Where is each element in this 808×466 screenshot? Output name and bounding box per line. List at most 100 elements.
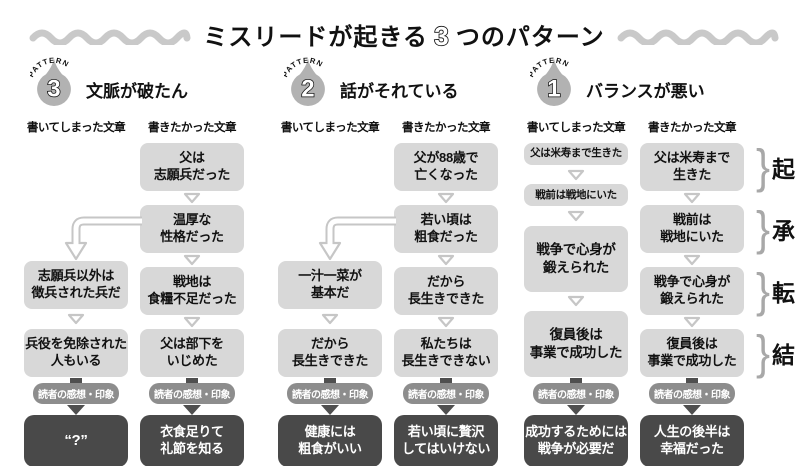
sentence-line: 志願兵だった: [153, 167, 231, 182]
pattern-header: PATTERN1バランスが悪い: [524, 49, 798, 111]
reader-impression-label: 読者の感想・印象: [287, 383, 373, 404]
badge-arrow-head-icon: [321, 405, 339, 415]
reader-impression-label: 読者の感想・印象: [533, 383, 619, 404]
sentence-line: 戦前は: [672, 212, 712, 228]
structure-brace-row: }起: [756, 143, 808, 191]
flow-down-arrow-icon: [437, 192, 455, 204]
result-line: してはいけない: [401, 441, 491, 456]
structure-brace-row: }承: [756, 205, 808, 253]
sentence-line: 長生きできた: [407, 291, 485, 306]
arrow-row: [140, 191, 244, 205]
reader-impression-result: 衣食足りて礼節を知る: [140, 415, 244, 466]
reader-impression-result: “?”: [24, 415, 128, 466]
stack-spacer: [278, 143, 382, 261]
result-line: 戦争が必要だ: [537, 441, 615, 456]
flow-down-arrow-icon: [437, 316, 455, 328]
subcolumn-intended: 書きたかった文章父は米寿まで生きた戦前は戦地にいた戦争で心身が鍛えられた復員後は…: [640, 119, 744, 466]
result-line: 若い頃に贅沢: [407, 424, 485, 440]
sentence-line: 戦争で心身が: [653, 274, 731, 290]
reader-impression-badge: 読者の感想・印象: [524, 378, 628, 415]
badge-arrow-head-icon: [183, 405, 201, 415]
curly-brace-icon: }: [756, 140, 771, 193]
pattern-number: 3: [47, 75, 60, 102]
reader-impression-result: 成功するためには戦争が必要だ: [524, 415, 628, 466]
structure-brace-row: }結: [756, 329, 808, 377]
reader-impression-label: 読者の感想・印象: [33, 383, 119, 404]
sentence-box: 温厚な性格だった: [140, 205, 244, 253]
sentence-box: 私たちは長生きできない: [394, 329, 498, 377]
sentence-box: 父は部下をいじめた: [140, 329, 244, 377]
result-line: 人生の後半は: [653, 424, 731, 440]
flow-down-arrow-icon: [567, 296, 585, 307]
subcolumns: 書いてしまった文章一汁一菜が基本だだから長生きできた読者の感想・印象健康には粗食…: [278, 119, 498, 466]
arrow-row: [394, 191, 498, 205]
sentence-box: だから長生きできた: [278, 329, 382, 377]
sentence-box: 志願兵以外は徴兵された兵だ: [24, 261, 128, 309]
badge-arrow-head-icon: [567, 405, 585, 415]
sentence-box: 復員後は事業で成功した: [524, 310, 628, 377]
sentence-box: 兵役を免除された人もいる: [24, 329, 128, 377]
sentence-line: 長生きできない: [401, 353, 491, 368]
sentence-line: 鍛えられた: [543, 259, 609, 275]
title-text-after: つのパターン: [455, 24, 605, 51]
sentence-box: 復員後は事業で成功した: [640, 329, 744, 377]
flow-stack: 父は米寿まで生きた戦前は戦地にいた戦争で心身が鍛えられた復員後は事業で成功した: [524, 143, 628, 377]
flow-down-arrow-icon: [683, 254, 701, 266]
subcolumn-label-written: 書いてしまった文章: [26, 122, 126, 134]
flow-down-arrow-icon: [183, 254, 201, 266]
sentence-line: だから: [310, 336, 350, 352]
sentence-line: 若い頃は: [420, 212, 472, 228]
arrow-row: [394, 315, 498, 329]
wave-decoration-left: [29, 29, 191, 45]
arrow-row: [278, 309, 382, 329]
sentence-line: 温厚な: [172, 212, 212, 228]
reader-impression-badge: 読者の感想・印象: [140, 378, 244, 415]
reader-impression-badge: 読者の感想・印象: [278, 378, 382, 415]
sentence-box: 父が88歳で亡くなった: [394, 143, 498, 191]
pattern-title: バランスが悪い: [586, 81, 705, 101]
curly-brace-icon: }: [756, 202, 771, 255]
reader-impression-result: 若い頃に贅沢してはいけない: [394, 415, 498, 466]
sentence-box: 戦争で心身が鍛えられた: [640, 267, 744, 315]
sentence-line: 徴兵された兵だ: [31, 285, 121, 300]
badge-arrow-head-icon: [437, 405, 455, 415]
kishotenketsu-gutter: }起}承}転}結: [756, 119, 808, 466]
reader-impression-badge: 読者の感想・印象: [394, 378, 498, 415]
reader-impression-label: 読者の感想・印象: [649, 383, 735, 404]
sentence-line: 父は米寿まで: [653, 150, 731, 166]
structure-label: 起: [772, 156, 796, 182]
reader-impression-label: 読者の感想・印象: [149, 383, 235, 404]
subcolumn-label-intended: 書きたかった文章: [402, 122, 491, 134]
sentence-line: 食糧不足だった: [147, 291, 237, 306]
subcolumn-intended: 書きたかった文章父が88歳で亡くなった若い頃は粗食だっただから長生きできた私たち…: [394, 119, 498, 466]
title-bubble-number-icon: 3: [433, 20, 449, 51]
stack-spacer: [24, 143, 128, 261]
flow-stack: 父が88歳で亡くなった若い頃は粗食だっただから長生きできた私たちは長生きできない: [394, 143, 498, 377]
sentence-line: 復員後は: [666, 336, 718, 352]
pattern-number: 2: [301, 75, 314, 102]
pattern-balloon-icon: PATTERN2: [284, 56, 325, 106]
sentence-line: 父が88歳で: [413, 150, 479, 166]
result-line: 成功するためには: [525, 424, 627, 440]
reader-impression-label: 読者の感想・印象: [403, 383, 489, 404]
sentence-box: 父は志願兵だった: [140, 143, 244, 191]
pattern-balloon-icon: PATTERN3: [30, 56, 71, 106]
sentence-line: 志願兵以外は: [37, 268, 115, 284]
sentence-line: いじめた: [166, 353, 218, 368]
sentence-line: 戦地は: [172, 274, 212, 290]
sentence-line: 戦争で心身が: [536, 242, 616, 258]
flow-down-arrow-icon: [183, 192, 201, 204]
sentence-line: 父は米寿まで生きた: [530, 147, 622, 160]
reader-impression-badge: 読者の感想・印象: [24, 378, 128, 415]
sentence-line: 人もいる: [50, 353, 102, 368]
result-line: “?”: [64, 432, 88, 450]
sentence-box: 戦地は食糧不足だった: [140, 267, 244, 315]
flow-down-arrow-icon: [567, 210, 585, 222]
pattern-column-2: PATTERN2話がそれている書いてしまった文章一汁一菜が基本だだから長生きでき…: [278, 54, 498, 466]
sentence-box: 若い頃は粗食だった: [394, 205, 498, 253]
arrow-row: [524, 165, 628, 184]
subcolumn-label-written: 書いてしまった文章: [526, 122, 626, 134]
arrow-row: [140, 253, 244, 267]
result-line: 礼節を知る: [160, 441, 224, 456]
